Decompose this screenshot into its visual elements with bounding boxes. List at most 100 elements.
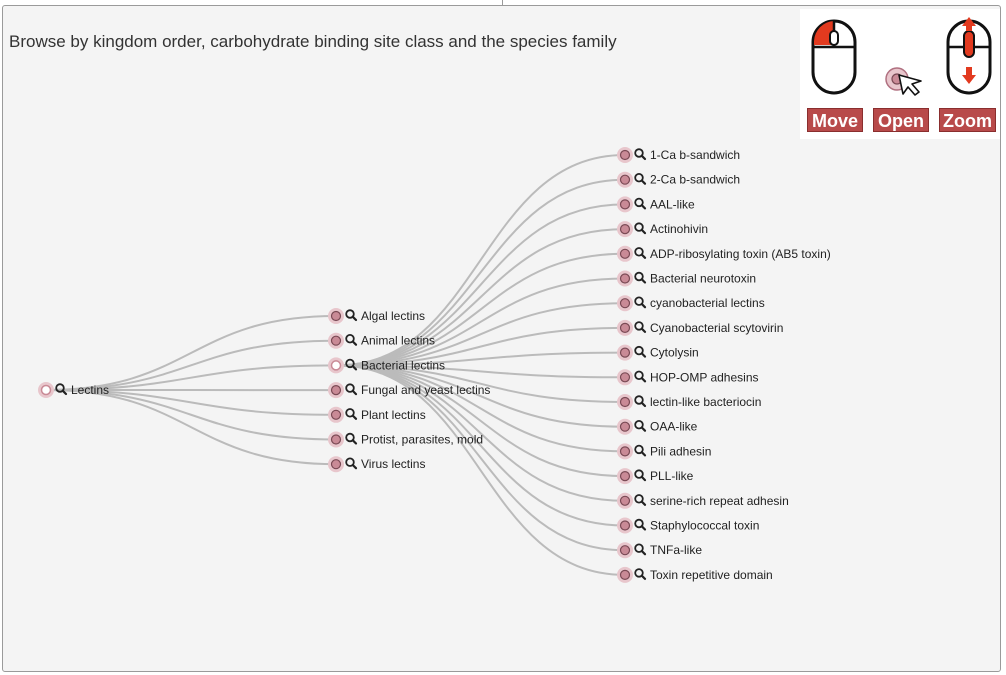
node-label: Staphylococcal toxin [650, 519, 759, 533]
tree-node-algal-lectins[interactable]: Algal lectins [328, 308, 425, 324]
node-label: serine-rich repeat adhesin [650, 494, 789, 508]
search-icon[interactable] [634, 148, 647, 161]
search-icon[interactable] [55, 383, 68, 396]
search-icon[interactable] [634, 420, 647, 432]
search-icon[interactable] [634, 543, 647, 556]
click-node-icon [885, 67, 922, 96]
node-dot[interactable] [619, 495, 631, 506]
node-dot[interactable] [619, 298, 631, 309]
tree-node-pll-like[interactable]: PLL-like [617, 468, 694, 485]
search-icon[interactable] [345, 457, 358, 470]
link-bacterial-pili-adhesin [335, 364, 626, 453]
node-dot[interactable] [619, 372, 631, 383]
node-dot[interactable] [619, 273, 631, 284]
search-icon[interactable] [634, 395, 647, 408]
node-dot[interactable] [619, 569, 631, 581]
node-dot[interactable] [619, 396, 631, 408]
tree-node-2-ca-b-sandwich[interactable]: 2-Ca b-sandwich [617, 171, 740, 188]
node-dot[interactable] [619, 149, 631, 161]
search-icon[interactable] [634, 469, 647, 482]
node-dot[interactable] [330, 360, 342, 371]
search-icon[interactable] [345, 408, 358, 420]
node-dot[interactable] [619, 471, 631, 482]
search-icon[interactable] [634, 247, 647, 259]
search-icon[interactable] [345, 334, 358, 346]
link-bacterial-cyanobacterial-lectins [335, 302, 626, 367]
node-dot[interactable] [330, 335, 342, 346]
node-dot[interactable] [619, 545, 631, 556]
search-icon[interactable] [634, 172, 647, 185]
tree-node-lectins[interactable]: Lectins [38, 382, 109, 398]
tree-browser-panel[interactable]: Browse by kingdom order, carbohydrate bi… [2, 5, 1001, 672]
search-icon[interactable] [345, 358, 358, 371]
node-label: lectin-like bacteriocin [650, 395, 761, 409]
node-label: Fungal and yeast lectins [361, 383, 490, 397]
node-dot[interactable] [330, 434, 342, 445]
search-icon[interactable] [634, 222, 647, 235]
tree-node-actinohivin[interactable]: Actinohivin [617, 221, 708, 238]
search-icon[interactable] [634, 321, 647, 333]
search-icon[interactable] [634, 271, 647, 284]
tree-node-aal-like[interactable]: AAL-like [617, 196, 695, 213]
tree-node-pili-adhesin[interactable]: Pili adhesin [617, 443, 711, 460]
tree-node-cyanobacterial-scytovirin[interactable]: Cyanobacterial scytovirin [617, 319, 783, 336]
tree-node-animal-lectins[interactable]: Animal lectins [328, 332, 435, 349]
tree-node-virus-lectins[interactable]: Virus lectins [328, 456, 425, 473]
link-root-algal-lectins [45, 315, 337, 391]
tree-node-protist-parasites-mold[interactable]: Protist, parasites, mold [328, 431, 483, 448]
search-icon[interactable] [634, 296, 647, 309]
search-icon[interactable] [634, 370, 647, 383]
node-dot[interactable] [330, 385, 342, 396]
tree-node-adp-ribosylating-toxin-ab5-toxin[interactable]: ADP-ribosylating toxin (AB5 toxin) [617, 245, 831, 262]
tree-node-bacterial-lectins[interactable]: Bacterial lectins [328, 357, 445, 374]
search-icon[interactable] [345, 432, 358, 445]
node-dot[interactable] [330, 310, 342, 322]
tree-node-oaa-like[interactable]: OAA-like [617, 418, 698, 435]
page-title: Browse by kingdom order, carbohydrate bi… [9, 32, 617, 51]
tree-node-cyanobacterial-lectins[interactable]: cyanobacterial lectins [617, 295, 765, 312]
node-label: Plant lectins [361, 408, 426, 422]
tree-node-cytolysin[interactable]: Cytolysin [617, 344, 699, 361]
node-dot[interactable] [330, 459, 342, 470]
tree-node-lectin-like-bacteriocin[interactable]: lectin-like bacteriocin [617, 394, 761, 410]
node-label: Bacterial neurotoxin [650, 272, 756, 286]
tree-node-serine-rich-repeat-adhesin[interactable]: serine-rich repeat adhesin [617, 492, 789, 509]
search-icon[interactable] [634, 494, 647, 506]
node-dot[interactable] [619, 248, 631, 259]
tree-node-tnfa-like[interactable]: TNFa-like [617, 542, 702, 559]
node-dot[interactable] [619, 174, 631, 185]
search-icon[interactable] [634, 197, 647, 210]
node-dot[interactable] [619, 347, 631, 358]
tree-node-1-ca-b-sandwich[interactable]: 1-Ca b-sandwich [617, 147, 740, 163]
link-bacterial-aal-like [335, 203, 626, 367]
node-dot[interactable] [330, 409, 342, 420]
search-icon[interactable] [634, 568, 647, 581]
search-icon[interactable] [634, 518, 647, 531]
tree-node-plant-lectins[interactable]: Plant lectins [328, 406, 426, 423]
tree-node-staphylococcal-toxin[interactable]: Staphylococcal toxin [617, 517, 759, 534]
search-icon[interactable] [345, 383, 358, 396]
node-dot[interactable] [619, 421, 631, 432]
node-label: 2-Ca b-sandwich [650, 173, 740, 187]
search-icon[interactable] [634, 345, 647, 358]
node-label: Cyanobacterial scytovirin [650, 321, 783, 335]
link-bacterial-1-ca-b-sandwich [335, 154, 626, 367]
node-dot[interactable] [619, 520, 631, 531]
search-icon[interactable] [634, 444, 647, 457]
node-label: cyanobacterial lectins [650, 296, 765, 310]
node-dot[interactable] [40, 384, 52, 396]
tree-node-toxin-repetitive-domain[interactable]: Toxin repetitive domain [617, 566, 773, 583]
link-bacterial-pll-like [335, 364, 626, 478]
node-dot[interactable] [619, 446, 631, 457]
node-dot[interactable] [619, 322, 631, 333]
tree-node-bacterial-neurotoxin[interactable]: Bacterial neurotoxin [617, 270, 756, 287]
search-icon[interactable] [345, 309, 358, 322]
tree-node-hop-omp-adhesins[interactable]: HOP-OMP adhesins [617, 369, 759, 386]
link-bacterial-staphylococcal-toxin [335, 364, 626, 527]
tree-node-fungal-and-yeast-lectins[interactable]: Fungal and yeast lectins [328, 382, 490, 399]
node-dot[interactable] [619, 199, 631, 210]
node-dot[interactable] [619, 224, 631, 235]
link-bacterial-2-ca-b-sandwich [335, 178, 626, 367]
